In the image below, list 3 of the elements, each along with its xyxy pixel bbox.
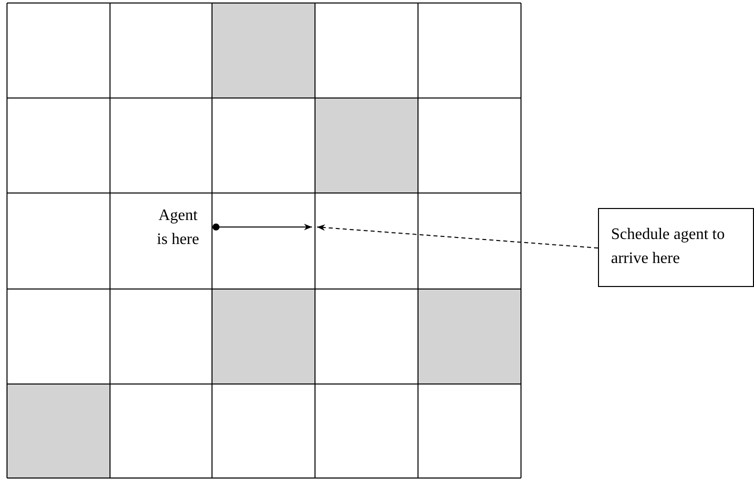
arrow xyxy=(316,224,598,248)
note-box: Schedule agent to arrive here xyxy=(598,208,754,287)
agent-label: Agent is here xyxy=(156,206,200,250)
